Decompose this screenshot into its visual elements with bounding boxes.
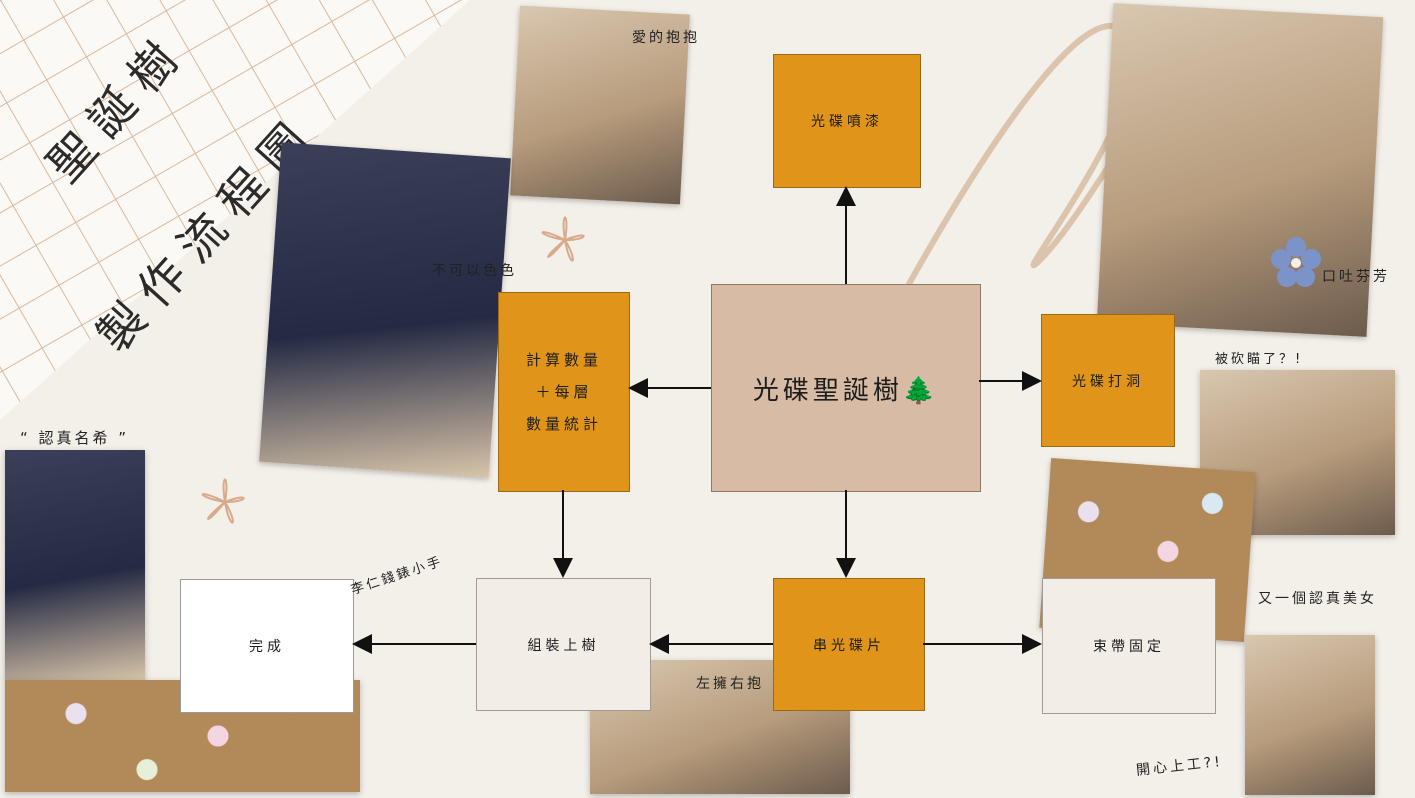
caption-hug: 愛的抱抱 <box>632 30 700 46</box>
photo-spraying <box>5 450 145 680</box>
node-assemble: 組裝上樹 <box>476 578 651 711</box>
node-done: 完成 <box>180 579 354 713</box>
caption-no-color: 不可以色色 <box>432 263 517 279</box>
node-string-cds: 串光碟片 <box>773 578 925 711</box>
caption-beauty: 又一個認真美女 <box>1258 591 1377 607</box>
grid-decoration <box>0 0 470 420</box>
node-cd-christmas-tree: 光碟聖誕樹🌲 <box>711 284 981 492</box>
flower-icon-2 <box>201 478 245 524</box>
caption-caught: 被砍瞄了？! <box>1215 352 1304 367</box>
caption-serious: “ 認真名希 ” <box>20 429 130 447</box>
node-cd-spray: 光碟噴漆 <box>773 54 921 188</box>
photo-happy <box>1245 635 1375 795</box>
node-tie: 束帶固定 <box>1042 578 1216 714</box>
node-count-line2: ＋每層 <box>535 383 593 401</box>
flower-icon <box>541 216 585 262</box>
node-count-line1: 計算數量 <box>525 351 602 369</box>
node-cd-punch: 光碟打洞 <box>1041 314 1175 447</box>
blue-flower-icon <box>1271 237 1321 287</box>
node-count: 計算數量 ＋每層 數量統計 <box>498 292 630 492</box>
caption-mouth: 口吐芬芳 <box>1322 269 1390 285</box>
caption-left-right: 左擁右抱 <box>696 676 764 692</box>
node-count-line3: 數量統計 <box>525 415 602 433</box>
